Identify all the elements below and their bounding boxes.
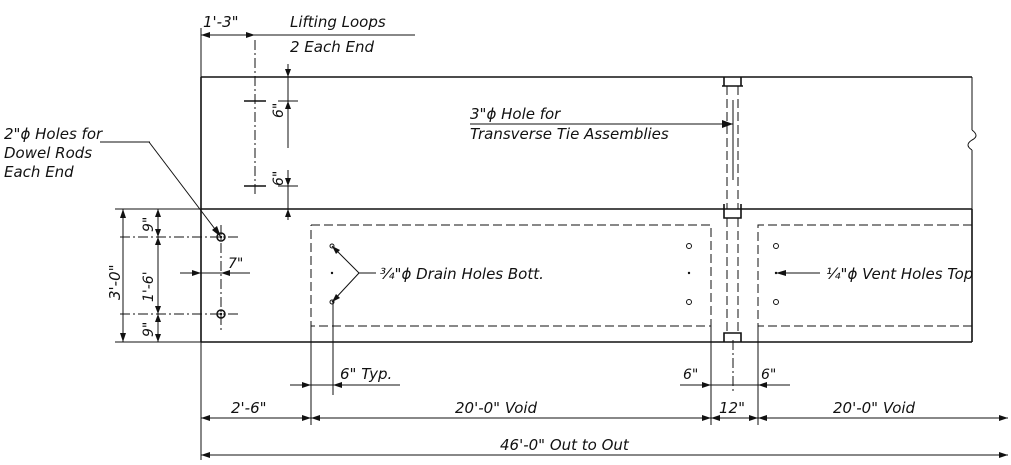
drain-holes bbox=[329, 243, 820, 305]
loop-dim-bottom: 6" bbox=[271, 171, 287, 186]
dowel-note-1: 2"ϕ Holes for bbox=[4, 125, 103, 143]
plan-view bbox=[200, 76, 977, 210]
lifting-loops-sub: 2 Each End bbox=[290, 38, 374, 56]
lifting-dim bbox=[200, 28, 415, 77]
vent-note: ¼"ϕ Vent Holes Top bbox=[826, 265, 973, 283]
tie-note-1: 3"ϕ Hole for bbox=[470, 105, 561, 123]
lifting-dim-label: 1'-3" bbox=[203, 13, 239, 31]
typ-note: 6" Typ. bbox=[340, 365, 392, 383]
dim-2-6: 2'-6" bbox=[231, 399, 267, 417]
bottom-dims bbox=[200, 300, 1008, 460]
dim-void-2: 20'-0" Void bbox=[833, 399, 916, 417]
height-16-dim: 1'-6' bbox=[141, 271, 157, 302]
left-dims bbox=[115, 208, 250, 343]
dim-6-right: 6" bbox=[761, 367, 776, 383]
dowel-note-3: Each End bbox=[4, 163, 74, 181]
dim-12: 12" bbox=[719, 399, 745, 417]
drain-note: ¾"ϕ Drain Holes Bott. bbox=[380, 265, 544, 283]
break-symbol bbox=[967, 129, 977, 151]
dowel-note-2: Dowel Rods bbox=[4, 144, 92, 162]
dowel-holes bbox=[100, 141, 240, 330]
tie-hole-plan bbox=[470, 77, 743, 209]
height-total-dim: 3'-0" bbox=[106, 264, 124, 300]
elevation-view bbox=[200, 204, 973, 392]
dim-7: 7" bbox=[228, 256, 243, 272]
lifting-loops-label: Lifting Loops bbox=[290, 13, 386, 31]
dim-6-left: 6" bbox=[683, 367, 698, 383]
tie-note-2: Transverse Tie Assemblies bbox=[470, 125, 669, 143]
dim-void-1: 20'-0" Void bbox=[455, 399, 538, 417]
height-9b-dim: 9" bbox=[141, 322, 157, 337]
height-9a-dim: 9" bbox=[141, 217, 157, 232]
lifting-loop-marks bbox=[244, 40, 298, 220]
dim-total: 46'-0" Out to Out bbox=[500, 436, 630, 454]
loop-dim-top: 6" bbox=[271, 103, 287, 118]
